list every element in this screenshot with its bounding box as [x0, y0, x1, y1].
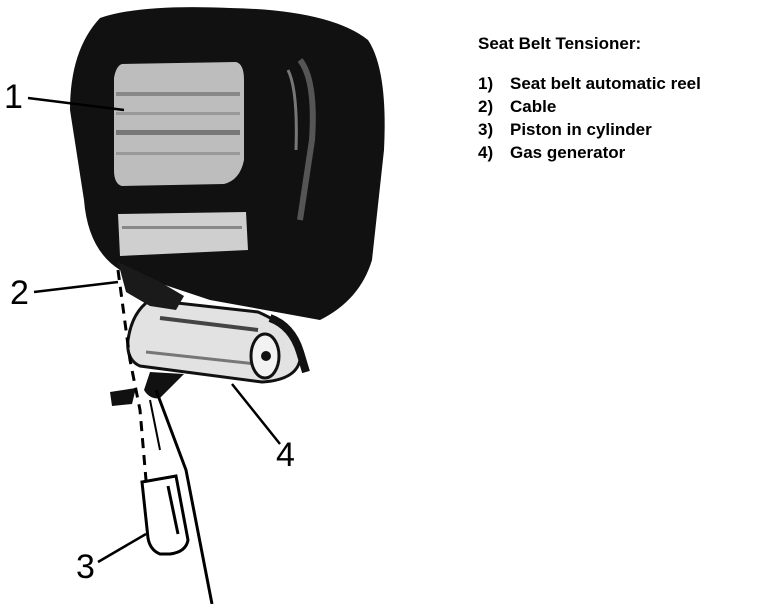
legend-item-label: Seat belt automatic reel: [510, 74, 701, 93]
leader-line-4: [231, 383, 281, 445]
legend-item-label: Piston in cylinder: [510, 120, 652, 139]
legend-item-number: 3): [478, 120, 494, 139]
legend-item: 3) Piston in cylinder: [478, 118, 763, 141]
leader-line-2: [33, 280, 119, 294]
callout-number-3: 3: [76, 548, 95, 586]
legend-title: Seat Belt Tensioner:: [478, 34, 642, 53]
callout-number-4: 4: [276, 436, 295, 474]
legend-item-label: Gas generator: [510, 143, 626, 162]
automatic-reel: [70, 7, 385, 320]
legend-item-label: Cable: [510, 97, 557, 116]
legend-list: 1) Seat belt automatic reel 2) Cable 3) Pis…: [478, 72, 763, 164]
legend-item-number: 2): [478, 97, 494, 116]
cable: [116, 269, 148, 481]
legend-item-number: 4): [478, 143, 494, 162]
leader-line-1: [27, 96, 125, 112]
legend-item: 2) Cable: [478, 95, 763, 118]
legend: Seat Belt Tensioner: 1) Seat belt automat…: [478, 34, 763, 164]
legend-item-number: 1): [478, 74, 494, 93]
callout-number-1: 1: [4, 78, 23, 116]
callout-number-2: 2: [10, 274, 29, 312]
piston-cylinder: [140, 474, 190, 556]
legend-item: 1) Seat belt automatic reel: [478, 72, 763, 95]
gas-generator: [110, 298, 310, 406]
leader-line-3: [97, 532, 147, 564]
legend-item: 4) Gas generator: [478, 141, 763, 164]
